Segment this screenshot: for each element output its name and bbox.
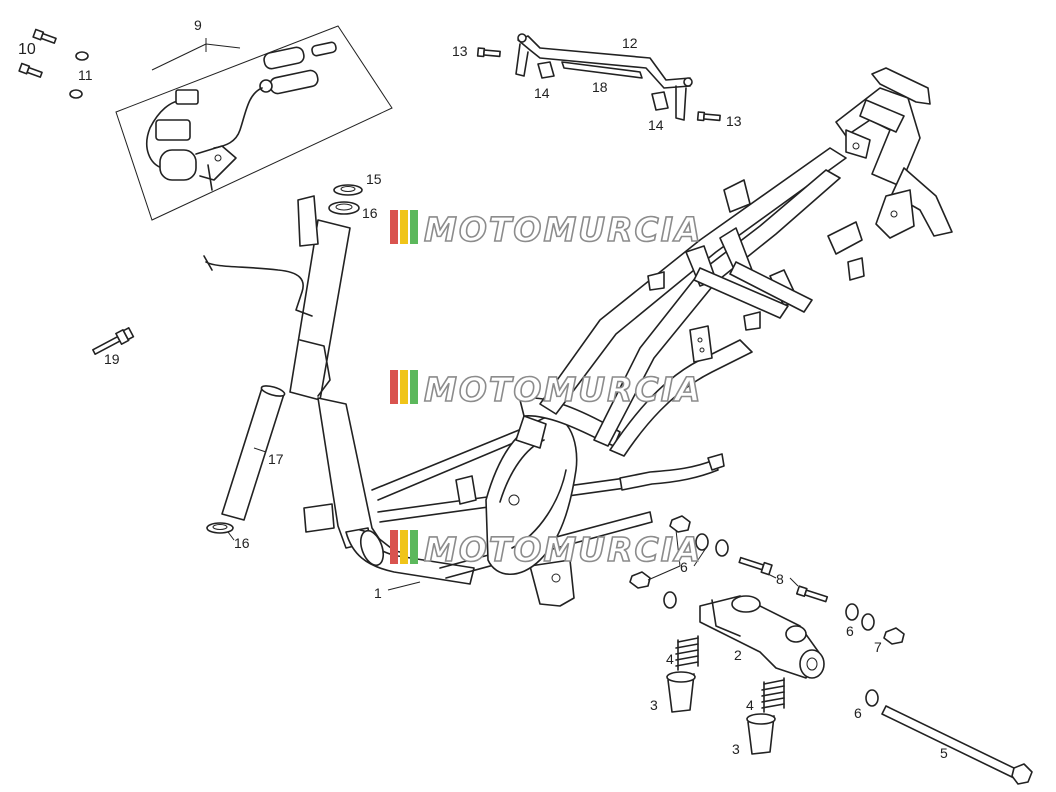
watermark-bottom: MOTOMURCIA [390,529,703,570]
callout-3b: 3 [732,741,740,757]
silentblock-right [746,677,785,755]
callout-7: 7 [874,639,882,655]
callout-6a: 6 [680,559,688,575]
watermark-top: MOTOMURCIA [390,209,703,250]
steering-tube [206,385,286,534]
ignition-switch-kit [115,25,393,221]
silentblock-left [666,635,699,713]
main-frame [203,67,953,607]
watermark-middle: MOTOMURCIA [390,369,703,410]
callout-13b: 13 [726,113,742,129]
callout-4a: 4 [666,651,674,667]
callout-8: 8 [776,571,784,587]
callout-12: 12 [622,35,638,51]
callout-labels: 1 2 3 3 4 4 5 6 6 6 7 8 9 10 11 12 13 13… [18,17,948,761]
steering-bearing-top [328,184,363,215]
watermark-text-middle: MOTOMURCIA [424,370,703,409]
clip-right [651,91,669,111]
callout-6c: 6 [854,705,862,721]
kit-outline-box [115,25,393,221]
engine-spindle [881,705,1033,785]
callout-14b: 14 [648,117,664,133]
callout-2: 2 [734,647,742,663]
callout-13a: 13 [452,43,468,59]
callout-9: 9 [194,17,202,33]
watermark-text-top: MOTOMURCIA [424,210,703,249]
bolt-nut-set-top-left [18,28,89,99]
callout-16b: 16 [234,535,250,551]
callout-6b: 6 [846,623,854,639]
callout-3a: 3 [650,697,658,713]
leader-lines [227,447,799,591]
rear-bracket-assembly [476,33,721,122]
watermark-text-bottom: MOTOMURCIA [424,530,703,569]
frame-bolt-19 [92,327,135,356]
callout-17: 17 [268,451,284,467]
callout-18: 18 [592,79,608,95]
callout-11: 11 [78,67,93,83]
clip-left [537,61,555,79]
callout-15: 15 [366,171,382,187]
callout-14a: 14 [534,85,550,101]
callout-5: 5 [940,745,948,761]
callout-10: 10 [18,41,36,58]
callout-19: 19 [104,351,120,367]
engine-mount-bracket [699,595,825,679]
callout-1: 1 [374,585,382,601]
rubber-strip [561,61,643,79]
mount-bolts-8 [738,556,829,603]
callout-16a: 16 [362,205,378,221]
washer-nut-group [629,515,905,707]
callout-4b: 4 [746,697,754,713]
